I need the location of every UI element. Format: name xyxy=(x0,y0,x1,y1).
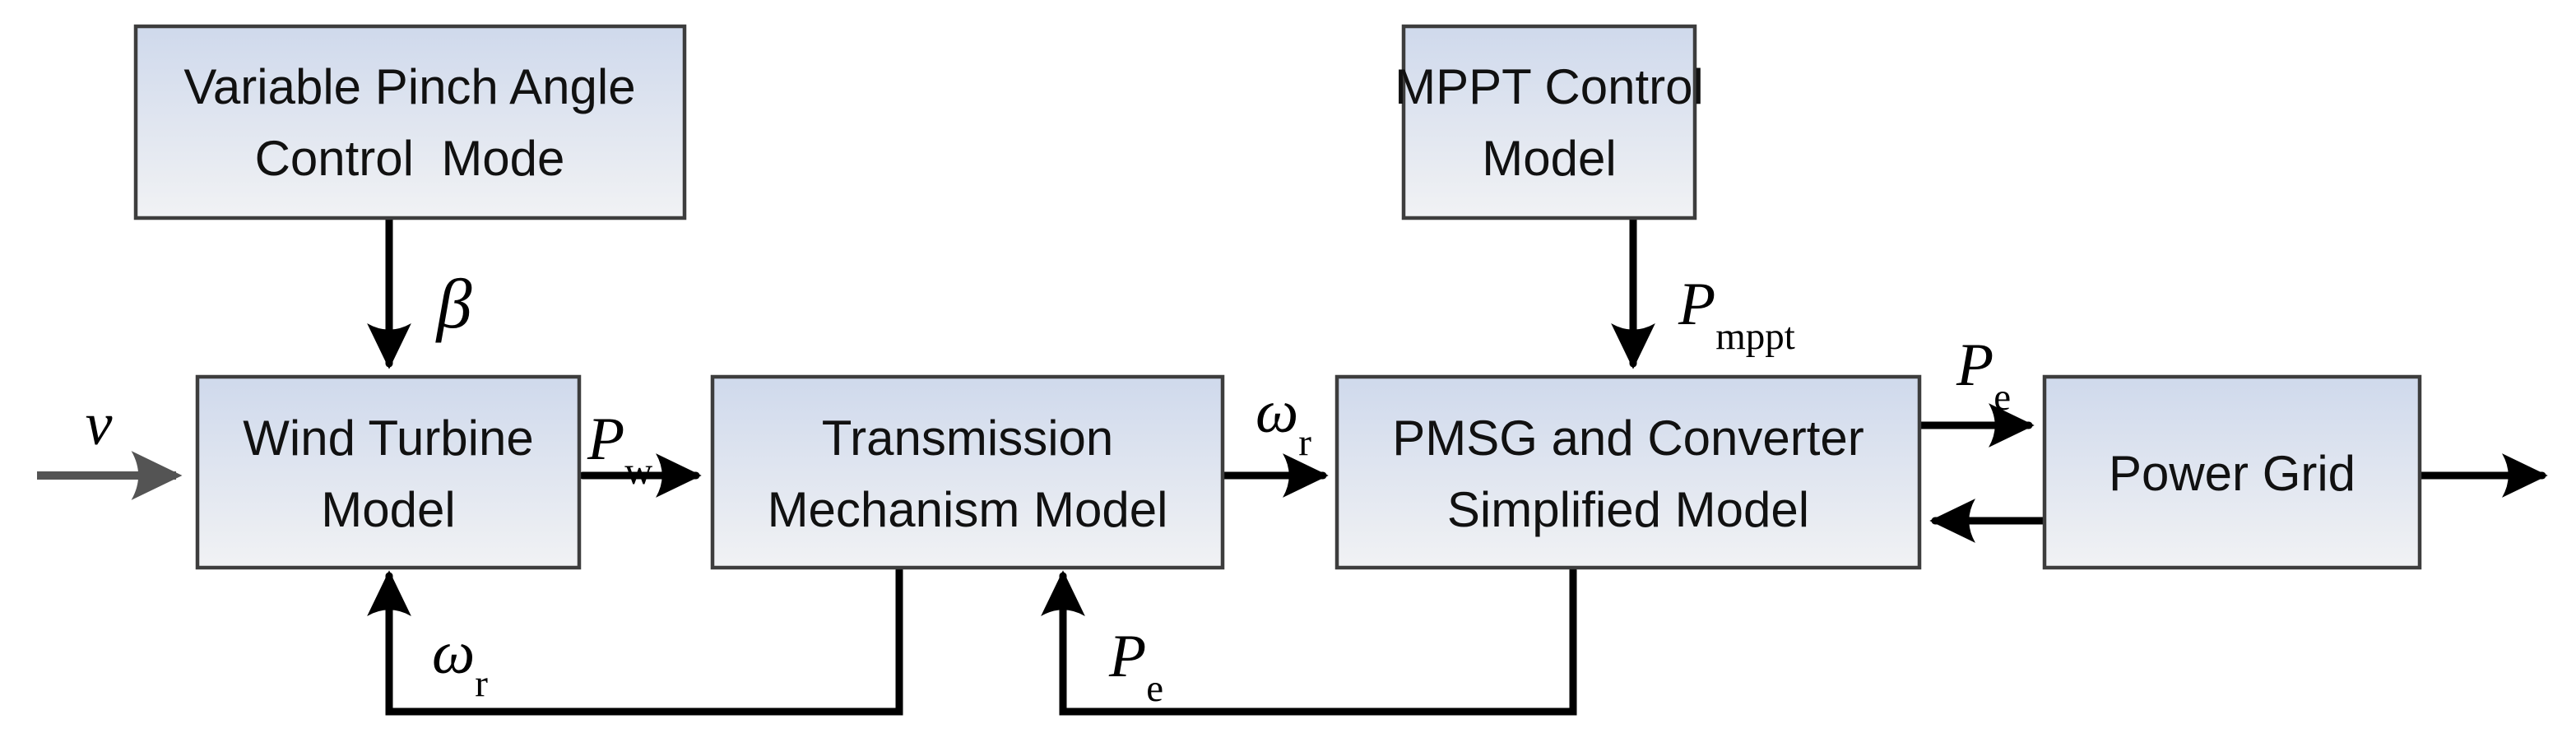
block-pitch-control: Variable Pinch Angle Control Mode xyxy=(133,24,687,220)
label-rotor-speed-feedback: ωr xyxy=(432,619,488,705)
block-pmsg-line1: PMSG and Converter xyxy=(1392,411,1864,466)
label-electric-power-feedback: Pe xyxy=(1108,623,1163,710)
block-power-grid-box xyxy=(2042,374,2422,570)
label-mppt-power: Pmppt xyxy=(1678,271,1795,358)
block-transmission-line1: Transmission xyxy=(822,411,1114,466)
block-power-grid-line1: Power Grid xyxy=(2109,446,2356,501)
label-wind-speed: v xyxy=(86,391,113,458)
block-transmission-line2: Mechanism Model xyxy=(768,482,1168,537)
block-wind-turbine: Wind Turbine Model xyxy=(195,374,582,570)
rotor-speed-feedback-arrow xyxy=(367,566,903,716)
label-wind-power: Pw xyxy=(587,406,652,493)
label-pitch-angle: β xyxy=(435,264,472,343)
block-transmission-box xyxy=(710,374,1225,570)
block-wind-turbine-line2: Model xyxy=(321,482,455,537)
label-electric-power-top: Pe xyxy=(1956,332,2011,419)
block-pitch-control-box xyxy=(133,24,687,220)
block-mppt-control: MPPT Control Model xyxy=(1395,24,1704,220)
label-rotor-speed-mid: ωr xyxy=(1256,378,1311,464)
block-wind-turbine-box xyxy=(195,374,582,570)
block-pmsg: PMSG and Converter Simplified Model xyxy=(1334,374,1922,570)
block-mppt-control-line1: MPPT Control xyxy=(1395,59,1704,114)
block-pitch-control-line1: Variable Pinch Angle xyxy=(183,59,635,114)
block-pmsg-box xyxy=(1334,374,1922,570)
electric-power-feedback-arrow xyxy=(1041,566,1577,716)
block-pitch-control-line2: Control Mode xyxy=(255,131,565,186)
block-wind-turbine-line1: Wind Turbine xyxy=(243,411,534,466)
block-mppt-control-box xyxy=(1401,24,1697,220)
block-mppt-control-line2: Model xyxy=(1482,131,1616,186)
block-power-grid: Power Grid xyxy=(2042,374,2422,570)
block-transmission: Transmission Mechanism Model xyxy=(710,374,1225,570)
block-pmsg-line2: Simplified Model xyxy=(1447,482,1809,537)
